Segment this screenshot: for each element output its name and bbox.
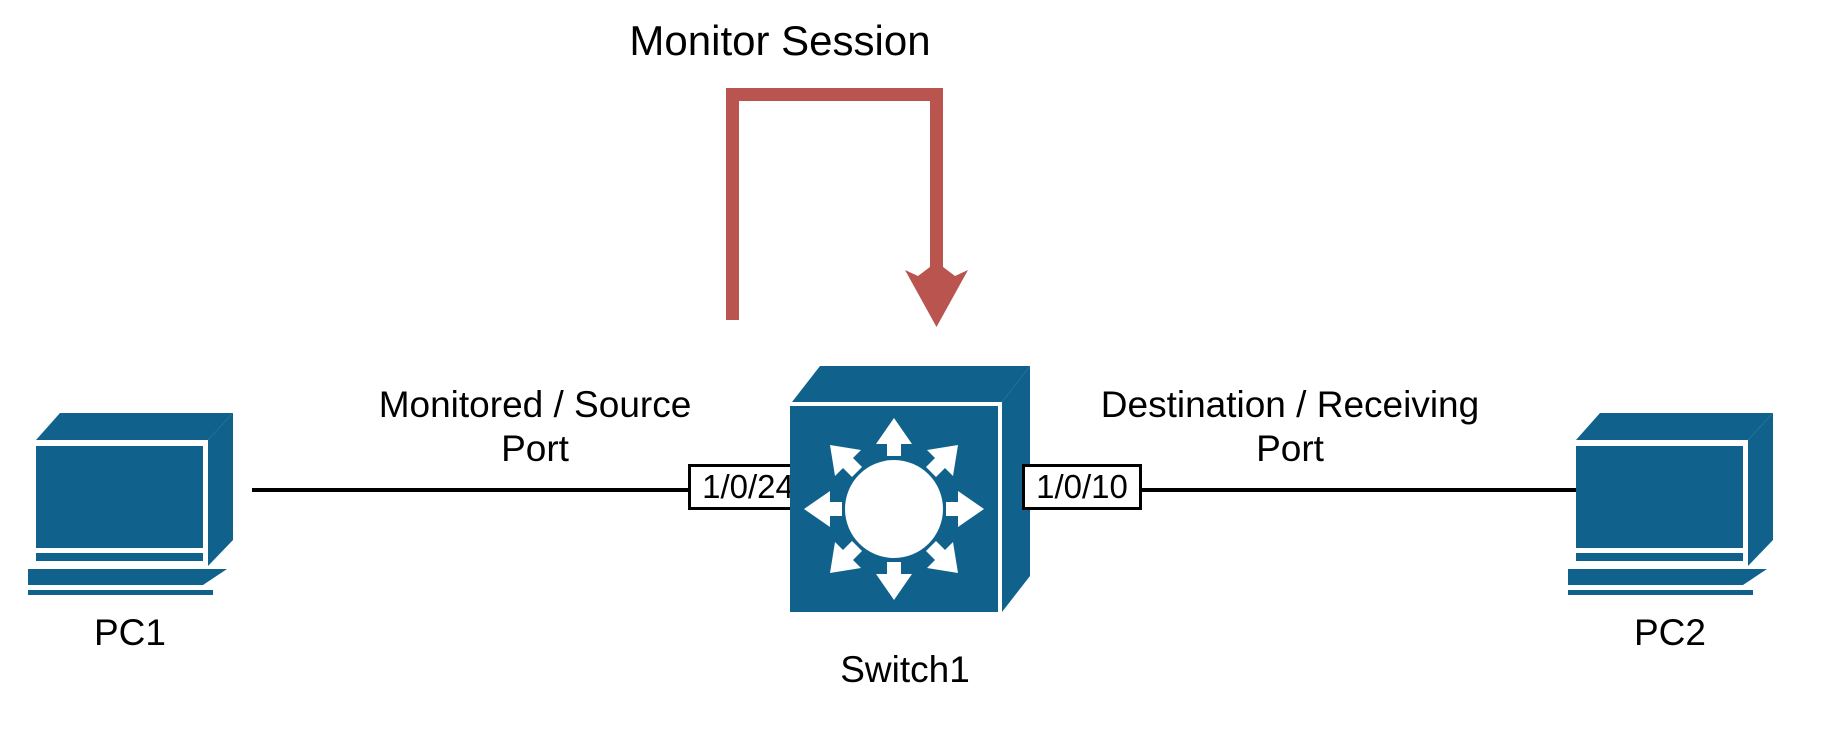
switch-hub-circle (845, 460, 943, 558)
page-title: Monitor Session (629, 17, 931, 64)
link-switch-to-pc2 (1140, 488, 1582, 492)
switch-radial-arrows (804, 418, 984, 600)
destination-port-caption: Destination / Receiving Port (1100, 384, 1480, 469)
monitor-arrow-left-stem (726, 88, 739, 320)
monitor-arrow-right-stem (930, 88, 943, 270)
link-pc1-to-switch (252, 488, 690, 492)
pc-icon (1568, 413, 1773, 595)
node-label-switch1: Switch1 (840, 649, 970, 690)
monitor-arrow-head (905, 262, 968, 327)
source-port-caption: Monitored / Source Port (378, 384, 692, 469)
monitor-arrow-top-run (726, 88, 943, 101)
node-label-pc1: PC1 (94, 612, 166, 653)
node-label-pc2: PC2 (1634, 612, 1706, 653)
source-port-label: 1/0/24 (688, 464, 808, 510)
pc-icon (28, 413, 233, 595)
switch-icon (790, 366, 1030, 612)
monitor-session-arrow (726, 88, 968, 327)
destination-port-label: 1/0/10 (1022, 464, 1142, 510)
